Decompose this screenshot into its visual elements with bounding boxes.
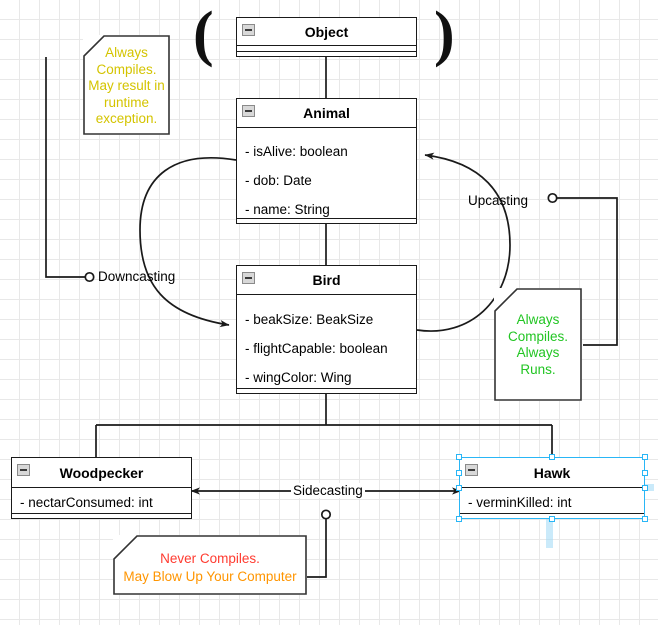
class-footer-divider [237,388,416,393]
note-shape [113,535,307,595]
class-footer-divider [12,513,191,518]
class-body-object [237,46,416,56]
note-text-sidecasting-line1: Never Compiles. [160,551,260,566]
note-connector-downcasting[interactable] [45,57,85,278]
resize-handle-sw[interactable] [456,516,462,522]
class-body-hawk: - verminKilled: int [460,488,644,518]
edge-label-upcasting[interactable]: Upcasting [468,193,529,208]
class-attribute: - name: String [245,202,330,217]
class-attribute: - dob: Date [245,173,312,188]
note-shape [83,35,170,135]
minus-icon[interactable] [242,105,255,117]
right-paren-decoration: ) [434,0,455,68]
class-body-woodpecker: - nectarConsumed: int [12,488,191,518]
minus-icon[interactable] [17,464,30,476]
anchor-handle-left[interactable] [456,470,462,476]
class-footer-divider [460,513,644,518]
class-name-object: Object [304,23,349,40]
note-anchor-downcasting[interactable] [84,271,95,283]
resize-handle-s[interactable] [549,516,555,522]
class-attribute: - beakSize: BeakSize [245,312,374,327]
minus-icon[interactable] [465,464,478,476]
class-footer-divider [237,218,416,223]
minus-icon[interactable] [242,24,255,36]
class-name-bird: Bird [312,272,341,288]
edge-upcasting[interactable] [416,152,511,332]
class-header-hawk: Hawk [460,458,644,488]
class-header-animal: Animal [237,99,416,128]
minus-icon[interactable] [242,272,255,284]
note-anchor-upcasting[interactable] [547,192,558,204]
note-text-downcasting: Always Compiles. May result in runtime e… [88,45,165,126]
class-name-hawk: Hawk [533,464,571,481]
class-box-bird[interactable]: Bird - beakSize: BeakSize - flightCapabl… [236,265,417,394]
class-attribute: - wingColor: Wing [245,370,352,385]
note-sidecasting[interactable]: Never Compiles. May Blow Up Your Compute… [113,535,307,595]
note-text-upcasting: Always Compiles. Always Runs. [507,312,569,377]
class-header-woodpecker: Woodpecker [12,458,191,488]
resize-handle-n[interactable] [549,454,555,460]
note-connector-upcasting[interactable] [557,197,618,346]
class-attribute: - isAlive: boolean [245,144,348,159]
edge-label-downcasting[interactable]: Downcasting [98,269,176,284]
edge-bird-subclasses[interactable] [95,394,553,457]
note-upcasting[interactable]: Always Compiles. Always Runs. [494,288,582,401]
class-attribute: - flightCapable: boolean [245,341,388,356]
note-connector-sidecasting[interactable] [305,519,327,578]
note-anchor-sidecasting[interactable] [320,509,332,520]
resize-handle-nw[interactable] [456,454,462,460]
class-box-object[interactable]: Object [236,17,417,57]
class-box-hawk[interactable]: Hawk - verminKilled: int [459,457,645,519]
resize-handle-se[interactable] [642,516,648,522]
class-header-bird: Bird [237,266,416,295]
edge-label-sidecasting[interactable]: Sidecasting [291,483,365,498]
class-attribute: - verminKilled: int [468,495,572,510]
class-header-object: Object [237,18,416,46]
class-footer-divider [237,51,416,56]
class-box-animal[interactable]: Animal - isAlive: boolean - dob: Date - … [236,98,417,224]
resize-handle-w[interactable] [456,485,462,491]
class-body-bird: - beakSize: BeakSize - flightCapable: bo… [237,295,416,393]
class-box-woodpecker[interactable]: Woodpecker - nectarConsumed: int [11,457,192,519]
class-name-woodpecker: Woodpecker [59,464,144,481]
edge-downcasting[interactable] [139,157,237,328]
anchor-handle-right[interactable] [642,470,648,476]
left-paren-decoration: ( [193,0,214,68]
class-attribute: - nectarConsumed: int [20,495,153,510]
class-name-animal: Animal [303,105,350,121]
note-downcasting[interactable]: Always Compiles. May result in runtime e… [83,35,170,135]
resize-handle-ne[interactable] [642,454,648,460]
note-text-sidecasting-line2: May Blow Up Your Computer [123,569,297,584]
resize-handle-e[interactable] [642,485,648,491]
class-body-animal: - isAlive: boolean - dob: Date - name: S… [237,128,416,223]
note-shape [494,288,582,401]
